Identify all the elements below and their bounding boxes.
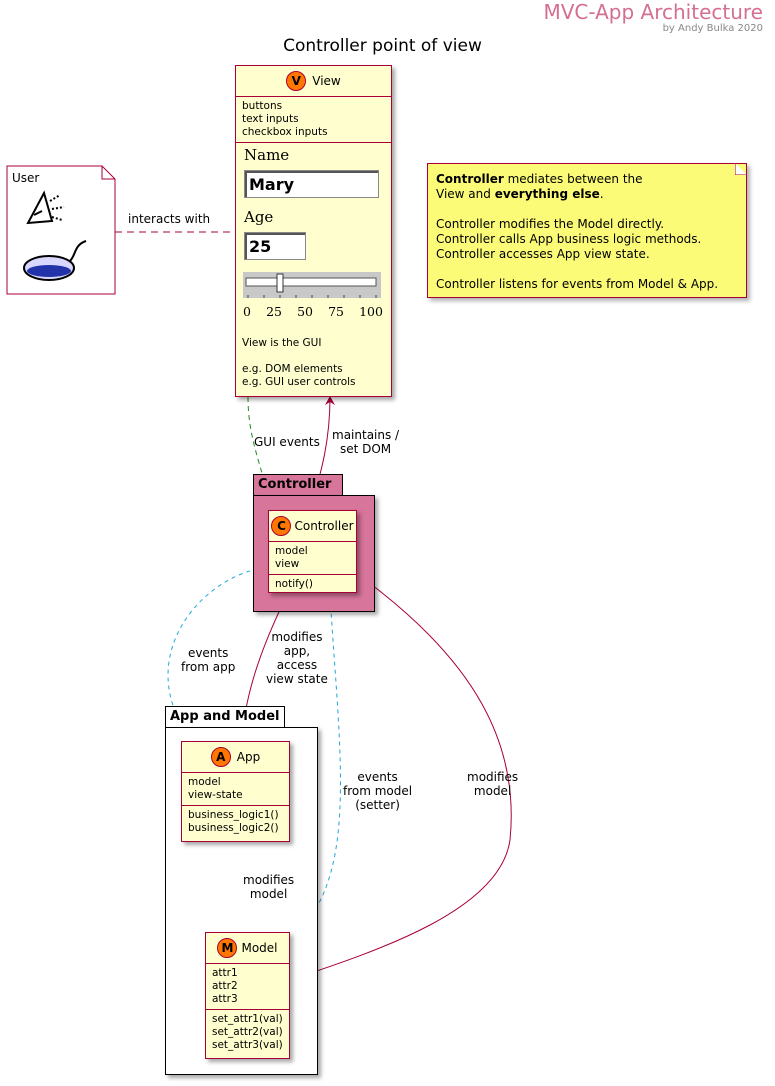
view-fields: buttons text inputs checkbox inputs — [236, 97, 391, 143]
gui-slider-ticks: 0 25 50 75 100 — [243, 305, 383, 318]
controller-methods: notify() — [269, 575, 356, 594]
controller-class: C Controller model view notify() — [268, 510, 357, 593]
view-badge: V — [286, 71, 307, 91]
controller-field: view — [275, 558, 300, 570]
app-class-name: App — [236, 750, 261, 764]
note-line: Controller mediates between the — [436, 172, 643, 186]
model-class-name: Model — [241, 941, 278, 955]
slider-tick-label: 75 — [328, 304, 344, 319]
view-note-line: View is the GUI — [242, 337, 322, 349]
controller-package-tab: Controller — [253, 474, 343, 496]
app-class: A App model view-state business_logic1()… — [181, 741, 290, 842]
app-badge: A — [210, 747, 231, 767]
note-line: Controller accesses App view state. — [436, 247, 650, 261]
slider-tick-label: 0 — [243, 304, 251, 319]
gui-slider — [243, 272, 381, 298]
slider-tick-label: 100 — [359, 304, 383, 319]
model-method: set_attr3(val) — [212, 1039, 283, 1051]
app-fields: model view-state — [182, 773, 289, 806]
model-fields: attr1 attr2 attr3 — [206, 964, 289, 1010]
diagram-title: Controller point of view — [283, 36, 482, 56]
app-methods: business_logic1() business_logic2() — [182, 806, 289, 838]
model-field: attr2 — [212, 980, 238, 992]
label-modifies-model-app: modifies model — [243, 873, 295, 901]
label-modifies-app: modifies app, access view state — [266, 630, 328, 686]
view-note-line: e.g. GUI user controls — [242, 376, 356, 388]
label-gui-events: GUI events — [254, 435, 320, 449]
view-class-name: View — [312, 74, 341, 88]
model-method: set_attr2(val) — [212, 1026, 283, 1038]
header-subtitle: by Andy Bulka 2020 — [662, 23, 763, 34]
controller-field: model — [275, 545, 308, 557]
note-line: View and everything else. — [436, 187, 604, 201]
label-events-from-model: events from model (setter) — [343, 770, 413, 812]
label-maintains: maintains / set DOM — [332, 428, 400, 456]
app-method: business_logic1() — [188, 809, 279, 821]
gui-name-input: Mary — [244, 170, 379, 198]
controller-class-header: C Controller — [269, 511, 356, 542]
view-field: buttons — [242, 100, 283, 112]
model-field: attr3 — [212, 993, 238, 1005]
gui-age-input: 25 — [244, 232, 306, 260]
view-note-line — [242, 350, 356, 363]
view-class-header: V View — [236, 66, 391, 97]
header-title: MVC-App Architecture — [543, 0, 763, 24]
label-modifies-model-right: modifies model — [467, 770, 519, 798]
app-model-package-tab: App and Model — [165, 706, 285, 728]
gui-age-label: Age — [244, 208, 274, 226]
app-class-header: A App — [182, 742, 289, 773]
edge-events-model — [289, 594, 341, 941]
model-class-header: M Model — [206, 933, 289, 964]
label-events-from-app: events from app — [181, 646, 236, 674]
user-actor: User — [6, 165, 116, 295]
view-notes: View is the GUI e.g. DOM elements e.g. G… — [242, 337, 356, 389]
note-line — [436, 262, 738, 277]
note-line: Controller modifies the Model directly. — [436, 217, 665, 231]
gui-name-label: Name — [244, 146, 290, 164]
note-line — [436, 202, 738, 217]
user-document-icon — [6, 165, 116, 295]
note-line: Controller calls App business logic meth… — [436, 232, 702, 246]
model-class: M Model attr1 attr2 attr3 set_attr1(val)… — [205, 932, 290, 1059]
controller-fields: model view — [269, 542, 356, 575]
slider-tick-label: 25 — [266, 304, 282, 319]
app-method: business_logic2() — [188, 822, 279, 834]
label-interacts-with: interacts with — [128, 212, 211, 226]
model-field: attr1 — [212, 967, 238, 979]
view-gui-section: Name Mary Age 25 0 25 50 75 100 View is … — [236, 143, 391, 406]
view-note-line: e.g. DOM elements — [242, 363, 343, 375]
view-class: V View buttons text inputs checkbox inpu… — [235, 65, 392, 397]
controller-method: notify() — [275, 578, 314, 590]
model-method: set_attr1(val) — [212, 1013, 283, 1025]
view-field: checkbox inputs — [242, 126, 328, 138]
view-field: text inputs — [242, 113, 299, 125]
user-label: User — [12, 171, 40, 185]
note-corner-fold — [735, 163, 747, 175]
model-badge: M — [217, 938, 238, 958]
slider-tick-label: 50 — [297, 304, 313, 319]
app-field: view-state — [188, 789, 243, 801]
controller-note: Controller mediates between the View and… — [427, 163, 747, 298]
note-line: Controller listens for events from Model… — [436, 277, 719, 291]
edge-modifies-model-right — [289, 584, 512, 983]
model-methods: set_attr1(val) set_attr2(val) set_attr3(… — [206, 1010, 289, 1055]
app-field: model — [188, 776, 221, 788]
controller-badge: C — [271, 516, 292, 536]
controller-class-name: Controller — [294, 519, 354, 533]
